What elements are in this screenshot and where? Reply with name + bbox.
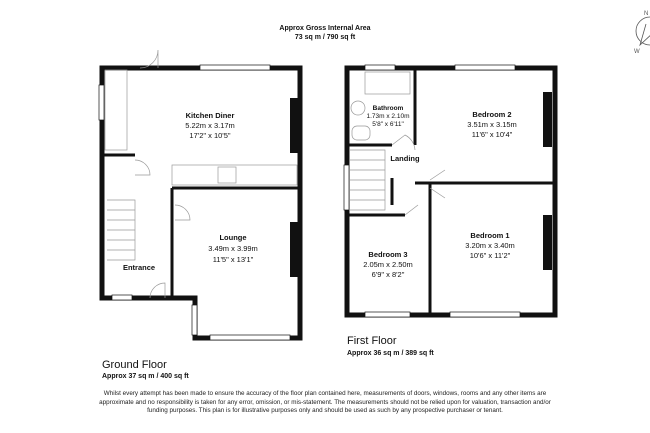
room-bathroom: Bathroom 1.73m x 2.10m 5'8" x 6'11"	[367, 105, 410, 128]
room-landing: Landing	[390, 154, 420, 163]
bath-icon	[364, 71, 411, 95]
svg-text:17'2" x 10'5": 17'2" x 10'5"	[189, 131, 230, 140]
first-floor-label: First Floor	[347, 335, 397, 347]
svg-text:3.51m x 3.15m: 3.51m x 3.15m	[467, 120, 517, 129]
svg-text:Kitchen Diner: Kitchen Diner	[186, 111, 235, 120]
door-swing	[174, 204, 191, 221]
svg-text:W: W	[634, 49, 640, 55]
svg-text:5.22m x 3.17m: 5.22m x 3.17m	[185, 121, 235, 130]
door-swing	[391, 134, 416, 151]
svg-text:3.49m x 3.99m: 3.49m x 3.99m	[208, 244, 258, 253]
chimney-breast	[543, 215, 552, 270]
room-bedroom-1: Bedroom 1 3.20m x 3.40m 10'6" x 11'2"	[465, 231, 515, 260]
door-swing	[134, 159, 151, 176]
compass-icon: N W	[634, 11, 650, 55]
door-swing	[404, 204, 419, 216]
toilet-icon	[351, 125, 371, 141]
ground-floor-fixtures	[104, 49, 298, 299]
disclaimer: Whilst every attempt has been made to en…	[99, 390, 551, 415]
room-bedroom-3: Bedroom 3 2.05m x 2.50m 6'9" x 8'2"	[363, 250, 413, 279]
stairs-icon	[107, 199, 136, 261]
svg-text:1.73m x 2.10m: 1.73m x 2.10m	[367, 113, 410, 120]
ground-floor-plan	[99, 65, 303, 341]
first-floor-windows	[343, 64, 521, 318]
stairs-icon	[350, 149, 386, 211]
door-swing	[429, 169, 446, 181]
header-title: Approx Gross Internal Area	[279, 25, 371, 32]
svg-text:Lounge: Lounge	[219, 233, 246, 242]
first-floor-fixtures	[350, 71, 446, 216]
svg-text:3.20m x 3.40m: 3.20m x 3.40m	[465, 241, 515, 250]
kitchen-counter-bottom	[171, 164, 298, 186]
hob-icon	[217, 166, 237, 184]
svg-text:5'8" x 6'11": 5'8" x 6'11"	[372, 121, 404, 128]
first-floor-area: Approx 36 sq m / 389 sq ft	[347, 350, 434, 357]
room-entrance: Entrance	[123, 263, 155, 272]
svg-text:Bedroom 3: Bedroom 3	[368, 250, 407, 259]
room-lounge: Lounge 3.49m x 3.99m 11'5" x 13'1"	[208, 233, 258, 264]
ground-floor-label: Ground Floor	[102, 359, 167, 371]
svg-text:11'5" x 13'1": 11'5" x 13'1"	[213, 255, 254, 264]
svg-text:Bedroom 1: Bedroom 1	[470, 231, 509, 240]
basin-icon	[350, 100, 366, 116]
svg-text:Bathroom: Bathroom	[373, 105, 404, 112]
header: Approx Gross Internal Area 73 sq m / 790…	[279, 24, 370, 42]
ground-floor-windows	[98, 64, 291, 341]
svg-text:Bedroom 2: Bedroom 2	[472, 110, 511, 119]
kitchen-counter	[104, 69, 128, 151]
chimney-breast	[290, 222, 298, 277]
door-swing	[139, 49, 159, 69]
door-swing	[429, 187, 446, 199]
svg-text:11'6" x 10'4": 11'6" x 10'4"	[472, 130, 513, 139]
chimney-breast	[543, 92, 552, 147]
chimney-breast	[290, 98, 298, 153]
interior-walls	[347, 68, 555, 315]
svg-text:10'6" x 11'2": 10'6" x 11'2"	[470, 251, 511, 260]
ground-floor-outer-wall	[99, 65, 303, 341]
header-total-area: 73 sq m / 790 sq ft	[294, 34, 356, 41]
room-kitchen-diner: Kitchen Diner 5.22m x 3.17m 17'2" x 10'5…	[185, 111, 235, 140]
svg-text:6'9" x 8'2": 6'9" x 8'2"	[372, 270, 405, 279]
door-swing	[149, 282, 166, 299]
ground-floor-area: Approx 37 sq m / 400 sq ft	[102, 373, 189, 380]
room-bedroom-2: Bedroom 2 3.51m x 3.15m 11'6" x 10'4"	[467, 110, 517, 139]
svg-text:N: N	[644, 11, 648, 17]
svg-text:2.05m x 2.50m: 2.05m x 2.50m	[363, 260, 413, 269]
